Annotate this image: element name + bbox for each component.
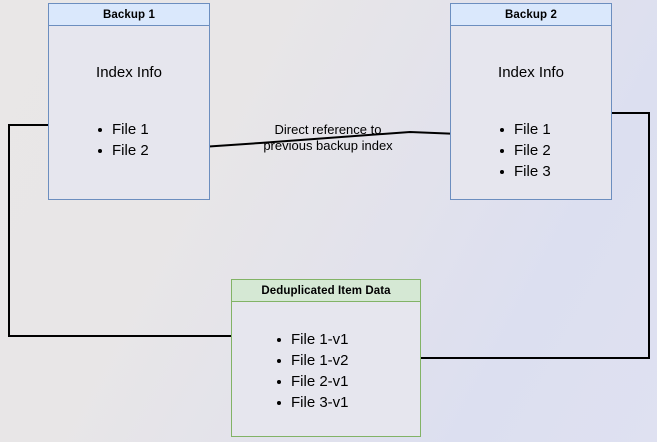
node-backup-1-item-list: File 1 File 2 bbox=[96, 119, 149, 161]
list-item[interactable]: File 1-v2 bbox=[275, 350, 349, 371]
node-backup-2-body: Index Info File 1 File 2 File 3 bbox=[451, 26, 611, 199]
list-item[interactable]: File 1-v1 bbox=[275, 329, 349, 350]
list-item[interactable]: File 3 bbox=[498, 161, 551, 182]
list-item[interactable]: File 2 bbox=[498, 140, 551, 161]
node-deduplicated-item-data-body: File 1-v1 File 1-v2 File 2-v1 File 3-v1 bbox=[232, 302, 420, 436]
node-deduplicated-item-data[interactable]: Deduplicated Item Data File 1-v1 File 1-… bbox=[231, 279, 421, 437]
edge-label-direct-reference: Direct reference to previous backup inde… bbox=[263, 122, 393, 153]
node-backup-1-section-label: Index Info bbox=[96, 64, 162, 81]
list-item[interactable]: File 2 bbox=[96, 140, 149, 161]
node-deduplicated-item-data-item-list: File 1-v1 File 1-v2 File 2-v1 File 3-v1 bbox=[275, 329, 349, 413]
node-backup-2[interactable]: Backup 2 Index Info File 1 File 2 File 3 bbox=[450, 3, 612, 200]
list-item[interactable]: File 1 bbox=[96, 119, 149, 140]
list-item[interactable]: File 1 bbox=[498, 119, 551, 140]
node-backup-2-title: Backup 2 bbox=[451, 4, 611, 26]
node-backup-1-title: Backup 1 bbox=[49, 4, 209, 26]
node-deduplicated-item-data-title: Deduplicated Item Data bbox=[232, 280, 420, 302]
list-item[interactable]: File 3-v1 bbox=[275, 392, 349, 413]
node-backup-2-item-list: File 1 File 2 File 3 bbox=[498, 119, 551, 182]
node-backup-2-section-label: Index Info bbox=[498, 64, 564, 81]
node-backup-1[interactable]: Backup 1 Index Info File 1 File 2 bbox=[48, 3, 210, 200]
list-item[interactable]: File 2-v1 bbox=[275, 371, 349, 392]
node-backup-1-body: Index Info File 1 File 2 bbox=[49, 26, 209, 199]
